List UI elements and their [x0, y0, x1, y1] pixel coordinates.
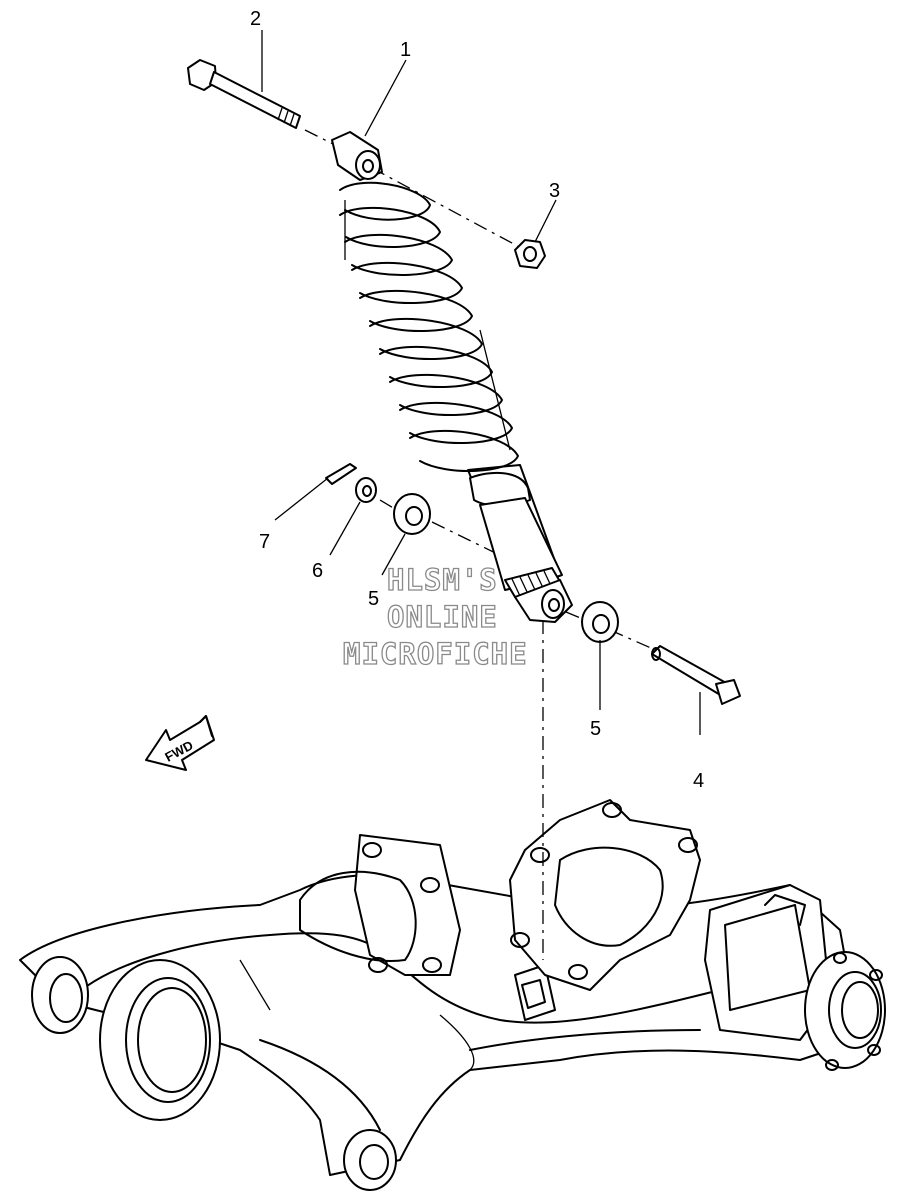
nut-part — [514, 239, 546, 269]
cotter-pin-part — [325, 463, 357, 485]
shock-mount-bracket — [514, 964, 556, 1021]
shock-absorber-part — [331, 131, 573, 623]
callout-2: 2 — [250, 8, 261, 30]
watermark: HLSM'S ONLINE MICROFICHE — [342, 562, 528, 671]
watermark-line-3: MICROFICHE — [343, 637, 528, 671]
washer-part — [355, 477, 377, 503]
callout-5b: 5 — [590, 718, 601, 740]
collar-part-left — [393, 493, 431, 535]
pin-part — [651, 645, 741, 705]
watermark-line-2: ONLINE — [387, 600, 498, 634]
callout-3: 3 — [549, 180, 560, 202]
hub-flange-right — [804, 951, 886, 1069]
callout-7: 7 — [259, 531, 270, 553]
callout-labels: 2 1 3 7 6 5 5 4 — [250, 8, 704, 792]
callout-1: 1 — [400, 39, 411, 61]
bolt-part — [187, 59, 301, 129]
watermark-line-1: HLSM'S — [387, 563, 498, 597]
fwd-arrow: FWD — [145, 715, 215, 771]
callout-4: 4 — [693, 770, 704, 792]
leader-lines — [261, 30, 701, 735]
bearing-housing-left — [99, 959, 221, 1121]
callout-5a: 5 — [368, 588, 379, 610]
collar-part-right — [581, 601, 619, 643]
swing-arm-assembly — [19, 799, 886, 1191]
callout-6: 6 — [312, 560, 323, 582]
